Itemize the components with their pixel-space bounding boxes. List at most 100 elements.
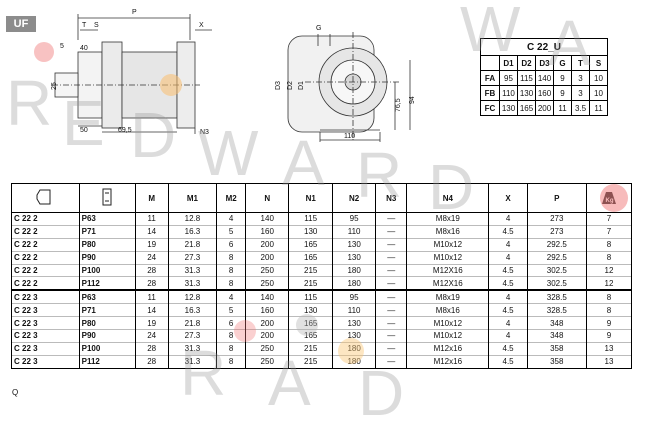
table-cell: 115 <box>288 289 333 304</box>
table-cell: 180 <box>331 276 377 291</box>
table-cell: 115 <box>288 212 333 226</box>
table-cell: C 22 2 <box>11 224 80 239</box>
table-cell: 31.3 <box>167 263 218 277</box>
table-cell: 348 <box>526 329 587 343</box>
column-header: N3 <box>375 183 408 213</box>
table-cell: 292.5 <box>526 237 587 252</box>
table-cell: P90 <box>78 329 136 343</box>
table-cell: 130 <box>288 303 333 317</box>
table-cell: 28 <box>134 354 169 369</box>
table-cell: 140 <box>244 212 290 226</box>
table-cell: 12 <box>585 276 633 291</box>
table-cell: 19 <box>134 316 169 330</box>
dim-d1: D1 <box>298 81 305 90</box>
table-cell: 13 <box>585 354 633 369</box>
table-cell: 215 <box>288 341 333 356</box>
table-cell: 28 <box>134 276 169 291</box>
watermark-letter: W <box>460 0 521 65</box>
dim-s: S <box>94 22 99 29</box>
column-header: M1 <box>167 183 218 213</box>
table-cell: 16.3 <box>167 303 218 317</box>
table-cell: 273 <box>526 212 587 226</box>
watermark-letter: E <box>62 87 105 159</box>
table-cell: — <box>375 354 408 369</box>
watermark-letter: W <box>198 117 259 189</box>
column-header: N4 <box>406 183 490 213</box>
table-cell: C 22 2 <box>11 263 80 277</box>
table-cell: 110 <box>331 303 377 317</box>
table-cell: 160 <box>244 303 290 317</box>
dim-765: 76,5 <box>395 98 402 112</box>
decor-dot <box>34 42 54 62</box>
motor-side-icon <box>11 183 80 213</box>
dim-header-cell: S <box>589 55 608 71</box>
watermark-letter: A <box>268 347 311 419</box>
table-cell: 4 <box>216 289 246 304</box>
table-cell: 358 <box>526 341 587 356</box>
table-cell: 9 <box>585 316 633 330</box>
table-cell: 5 <box>216 224 246 239</box>
table-cell: M12X16 <box>406 263 490 277</box>
table-cell: C 22 3 <box>11 303 80 317</box>
table-cell: 165 <box>288 329 333 343</box>
table-cell: 31.3 <box>167 276 218 291</box>
watermark-letter: A <box>282 127 325 199</box>
table-cell: 5 <box>216 303 246 317</box>
column-header: M2 <box>216 183 246 213</box>
table-cell: 180 <box>331 263 377 277</box>
column-header: N <box>244 183 290 213</box>
table-cell: 110 <box>331 224 377 239</box>
watermark-letter: D <box>428 151 475 223</box>
table-cell: P112 <box>78 276 136 291</box>
table-cell: 19 <box>134 237 169 252</box>
table-cell: C 22 2 <box>11 212 80 226</box>
decor-dot <box>338 338 364 364</box>
table-cell: C 22 3 <box>11 329 80 343</box>
table-cell: 13 <box>585 341 633 356</box>
column-header: M <box>134 183 169 213</box>
table-cell: 215 <box>288 354 333 369</box>
dim-g: G <box>316 25 321 32</box>
table-cell: C 22 2 <box>11 250 80 265</box>
table-cell: 8 <box>585 303 633 317</box>
table-cell: 200 <box>244 250 290 265</box>
table-cell: — <box>375 341 408 356</box>
table-cell: 14 <box>134 224 169 239</box>
table-cell: 130 <box>288 224 333 239</box>
table-cell: — <box>375 316 408 330</box>
technical-drawing: P X T S 40 5 50 69,5 N3 G 110 25 D3 D2 D… <box>51 9 416 142</box>
table-cell: 140 <box>244 289 290 304</box>
table-cell: P63 <box>78 289 136 304</box>
dim-t: T <box>82 22 87 29</box>
watermark-letter: R <box>180 337 227 409</box>
watermark-letter: A <box>548 7 591 79</box>
table-cell: 4 <box>488 316 528 330</box>
motor-front-icon <box>78 183 136 213</box>
table-cell: — <box>375 224 408 239</box>
table-cell: P90 <box>78 250 136 265</box>
table-cell: — <box>375 212 408 226</box>
table-cell: 130 <box>331 316 377 330</box>
table-cell: 28 <box>134 263 169 277</box>
table-cell: — <box>375 237 408 252</box>
table-cell: — <box>375 303 408 317</box>
table-cell: 8 <box>585 250 633 265</box>
table-cell: P63 <box>78 212 136 226</box>
table-cell: M12x16 <box>406 341 490 356</box>
table-cell: 24 <box>134 250 169 265</box>
table-cell: C 22 2 <box>11 276 80 291</box>
column-header: X <box>488 183 528 213</box>
table-cell: C 22 3 <box>11 289 80 304</box>
table-cell: P100 <box>78 341 136 356</box>
table-cell: 328.5 <box>526 289 587 304</box>
dim-d2: D2 <box>287 81 294 90</box>
dim-x: X <box>199 22 204 29</box>
table-cell: 215 <box>288 263 333 277</box>
table-cell: M10x12 <box>406 329 490 343</box>
